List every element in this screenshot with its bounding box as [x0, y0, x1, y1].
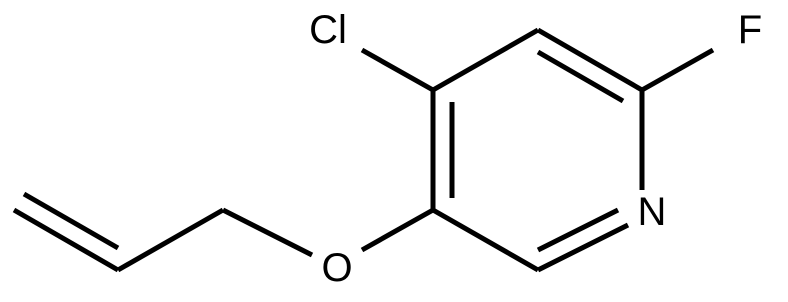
bond-ch-ch2-terminal: [12, 207, 120, 273]
bond-c5-c6: [536, 27, 644, 93]
bond-c6-f: [640, 47, 715, 93]
bond-c3-o: [360, 207, 435, 253]
bond-c5-c6-inner: [536, 49, 625, 104]
ring-bonds: [430, 27, 645, 273]
bond-n-c2: [536, 222, 630, 273]
bond-ch2-ch: [116, 207, 225, 273]
bond-ch-ch2-terminal-inner: [22, 191, 120, 251]
nitrogen-atom-label: N: [638, 190, 667, 234]
fluorine-atom-label: F: [738, 8, 762, 52]
bond-c2-c3: [431, 207, 540, 273]
bond-c4-cl: [360, 47, 435, 93]
bond-c4-c5: [431, 27, 540, 93]
bond-n-c2-inner: [536, 207, 620, 253]
bond-o-ch2: [221, 207, 314, 258]
substituent-bonds: [12, 47, 715, 273]
oxygen-atom-label: O: [321, 246, 352, 290]
chlorine-atom-label: Cl: [309, 8, 347, 52]
